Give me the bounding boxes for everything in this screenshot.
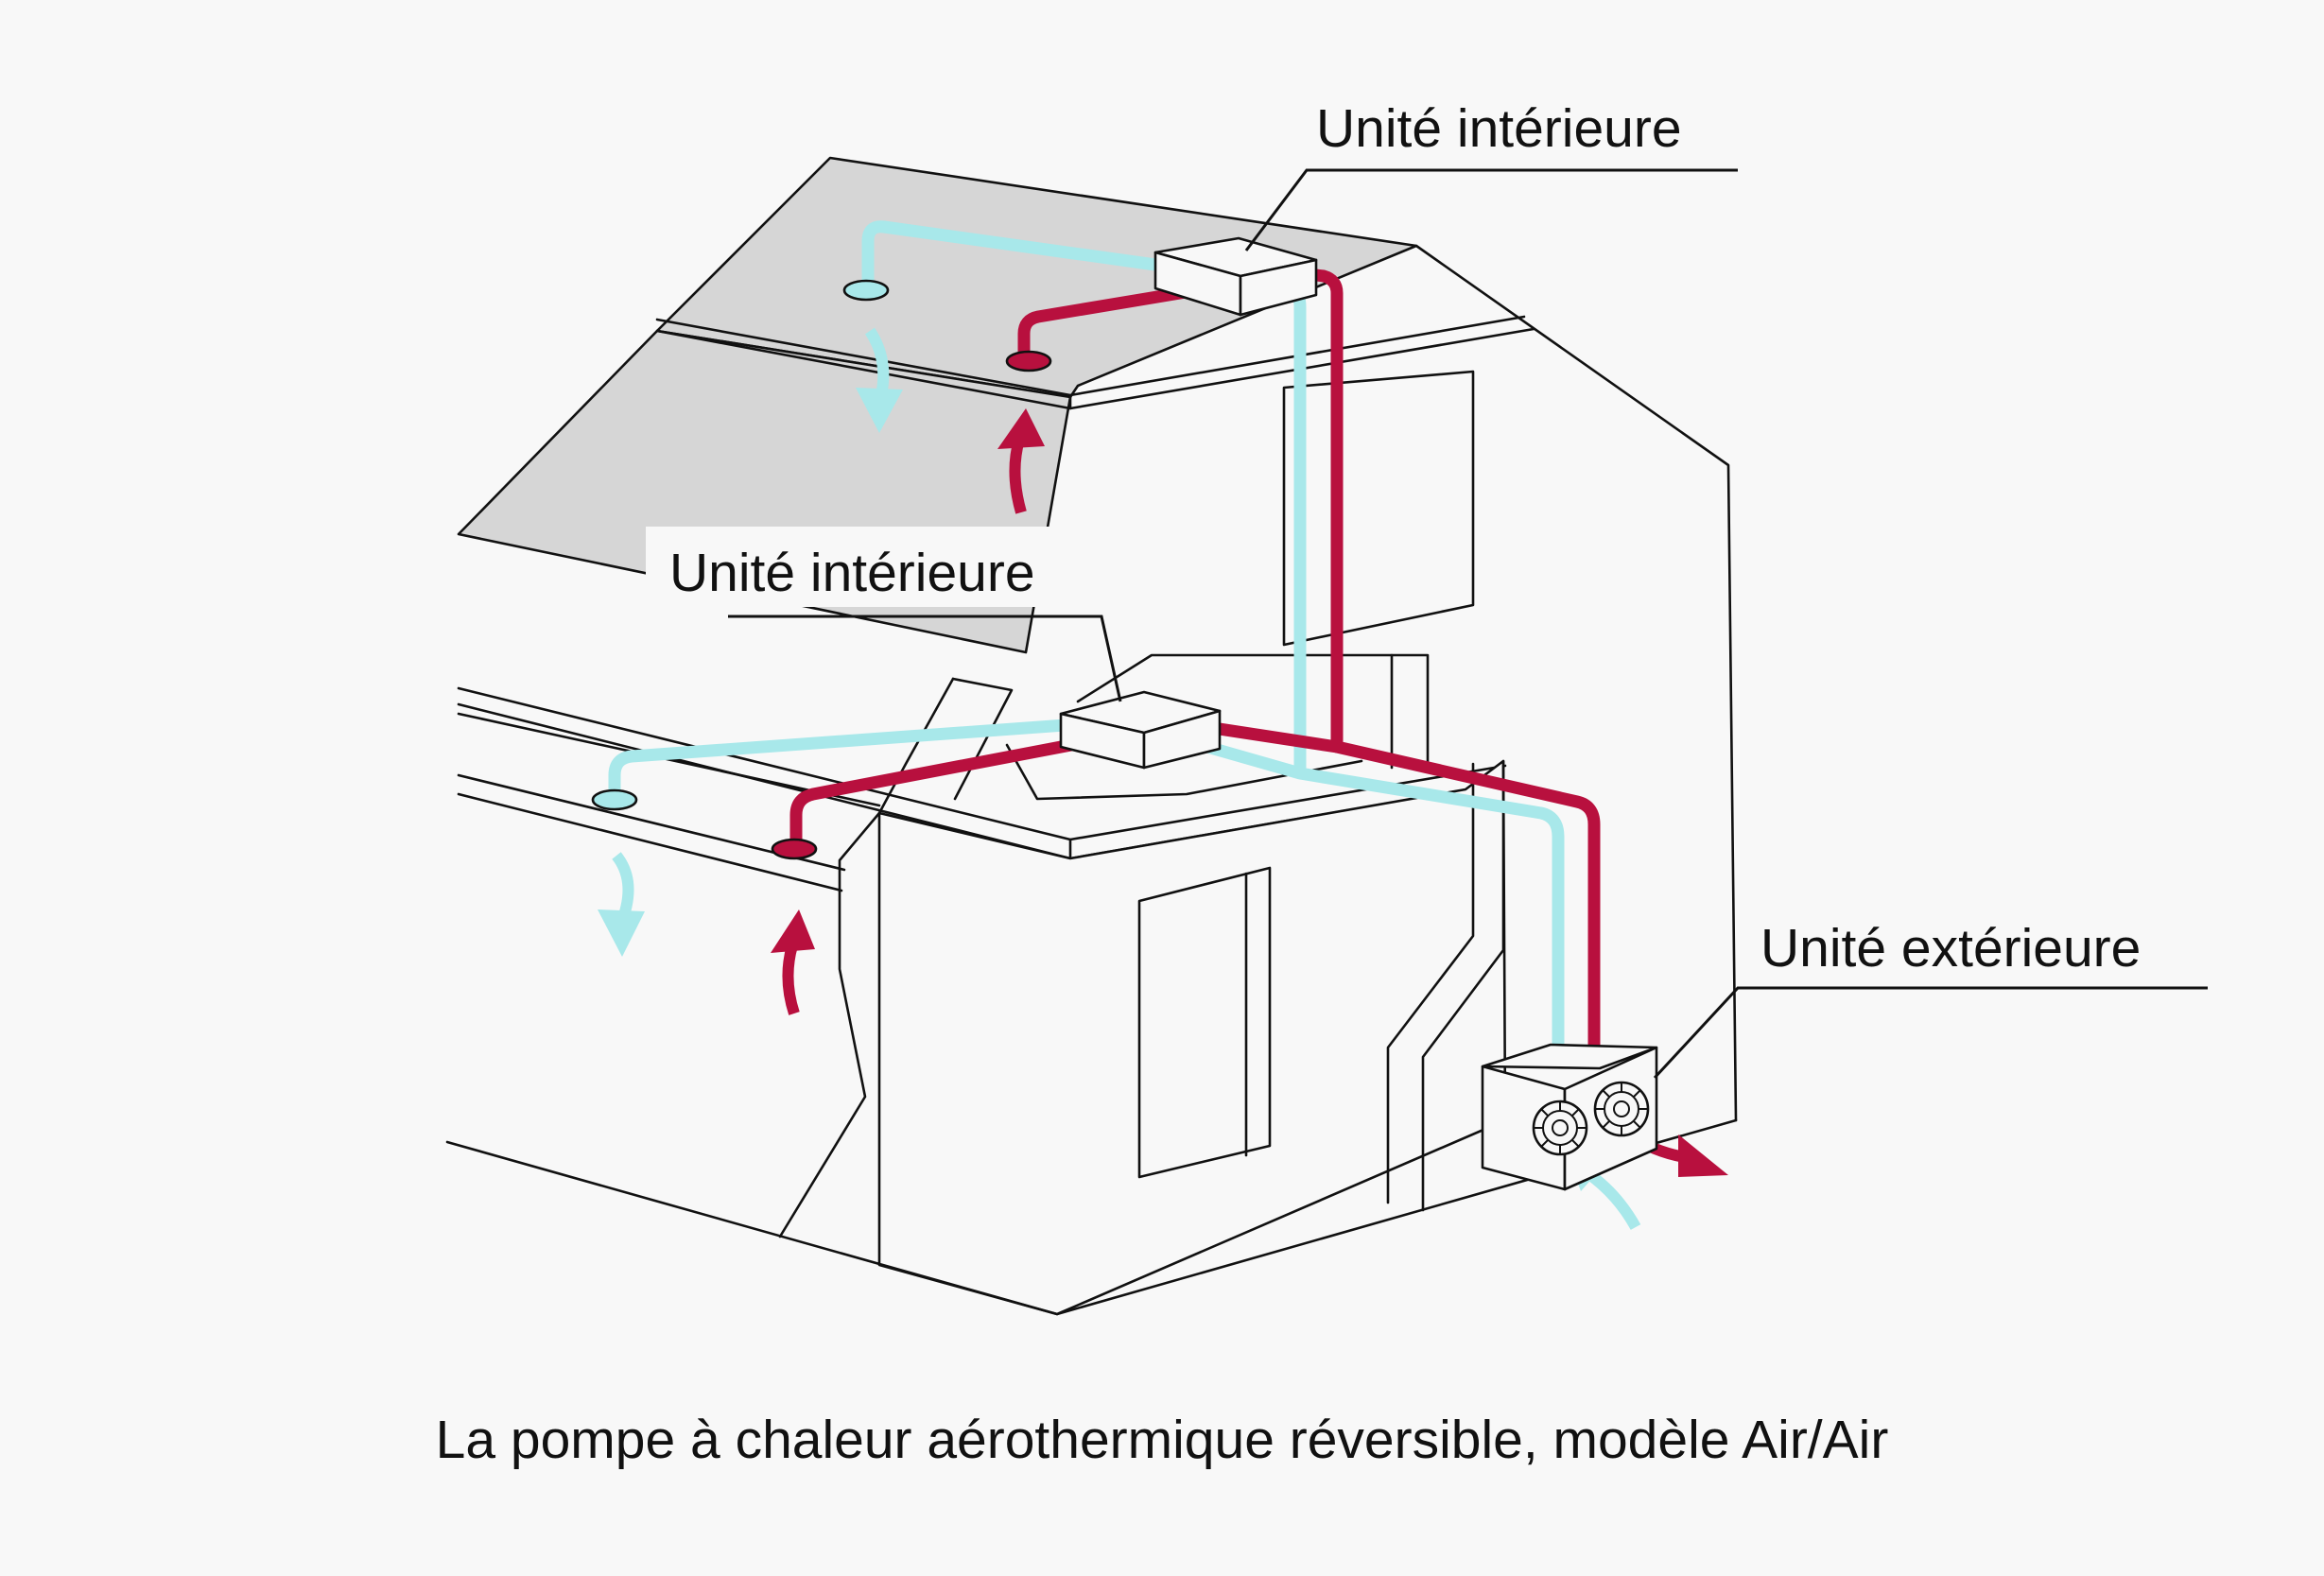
upper-hot-vent xyxy=(1005,350,1052,372)
upper-cold-arrow-icon xyxy=(864,327,890,397)
lower-indoor-unit xyxy=(1059,690,1222,770)
lower-cold-vent xyxy=(591,788,638,811)
lower-hot-arrow-icon xyxy=(782,944,800,1015)
vents xyxy=(591,279,1052,860)
lower-cold-arrow-icon xyxy=(612,852,634,917)
upper-window xyxy=(1282,370,1475,647)
label-lower-indoor-text: Unité intérieure xyxy=(669,543,1035,603)
label-outdoor-text: Unité extérieure xyxy=(1760,918,2141,979)
upper-indoor-unit xyxy=(1153,236,1318,317)
roof-upper xyxy=(655,156,1418,399)
upper-hot-pipe xyxy=(1017,282,1210,359)
diagram-caption: La pompe à chaleur aérothermique réversi… xyxy=(435,1410,1889,1470)
lower-cold-pipe xyxy=(608,717,1093,799)
outdoor-intake-arrow-icon xyxy=(1583,1168,1641,1230)
label-outdoor: Unité extérieure xyxy=(1653,918,2208,1080)
outdoor-unit xyxy=(1481,1043,1658,1191)
fan-right-icon xyxy=(1593,1081,1650,1137)
label-upper-indoor-text: Unité intérieure xyxy=(1316,98,1682,159)
upper-hot-arrow-icon xyxy=(1009,438,1027,514)
label-lower-indoor: Unité intérieure xyxy=(646,527,1122,702)
upper-cold-pipe xyxy=(861,220,1156,286)
gable-outline xyxy=(1414,244,1738,1122)
airflow-arrows xyxy=(598,327,1728,1230)
lower-hot-pipe xyxy=(789,729,1122,846)
label-upper-indoor: Unité intérieure xyxy=(1244,98,1738,251)
upper-cold-vent xyxy=(842,279,890,302)
lower-hot-vent xyxy=(771,838,818,860)
door xyxy=(1137,866,1272,1179)
fan-left-icon xyxy=(1532,1100,1588,1156)
